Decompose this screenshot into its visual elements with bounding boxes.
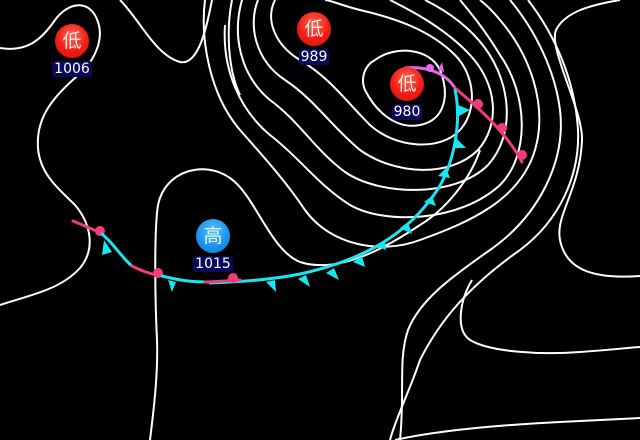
isobar (459, 279, 640, 355)
isobar (252, 0, 494, 171)
occluded-front-bump (426, 64, 434, 72)
isobar (0, 4, 101, 306)
pressure-value: 1006 (52, 61, 92, 77)
stationary-front-cold (160, 274, 207, 284)
warm-front-bump (228, 273, 238, 283)
pressure-value: 989 (298, 49, 330, 65)
low-pressure-center: 低 1006 (42, 24, 102, 77)
warm-front-bump (473, 99, 483, 109)
isobar (362, 49, 446, 127)
pressure-value: 980 (391, 104, 423, 120)
warm-front (453, 86, 524, 164)
isobar (399, 0, 562, 440)
low-pressure-symbol: 低 (297, 12, 331, 46)
pressure-value: 1015 (193, 256, 233, 272)
fronts (71, 62, 527, 292)
warm-front-bump (497, 123, 507, 133)
isobar (227, 0, 241, 96)
cold-front-triangles (266, 105, 470, 292)
isobar (389, 0, 580, 440)
isobar (149, 149, 481, 440)
high-pressure-center: 高 1015 (183, 219, 243, 272)
warm-front-bump (153, 268, 163, 278)
isobar (202, 0, 541, 248)
low-pressure-symbol: 低 (390, 67, 424, 101)
low-pressure-symbol: 低 (55, 24, 89, 58)
warm-front-bump (517, 150, 527, 160)
isobar (394, 417, 640, 440)
cold-front-triangle (168, 280, 176, 292)
isobar (236, 0, 508, 191)
stationary-front-cold (100, 232, 134, 268)
isobar (553, 0, 640, 278)
occluded-front-triangle (438, 62, 444, 72)
high-pressure-symbol: 高 (196, 219, 230, 253)
low-pressure-center: 低 980 (377, 67, 437, 120)
isobar (119, 0, 213, 64)
cold-front-triangle (102, 240, 112, 255)
low-pressure-center: 低 989 (284, 12, 344, 65)
